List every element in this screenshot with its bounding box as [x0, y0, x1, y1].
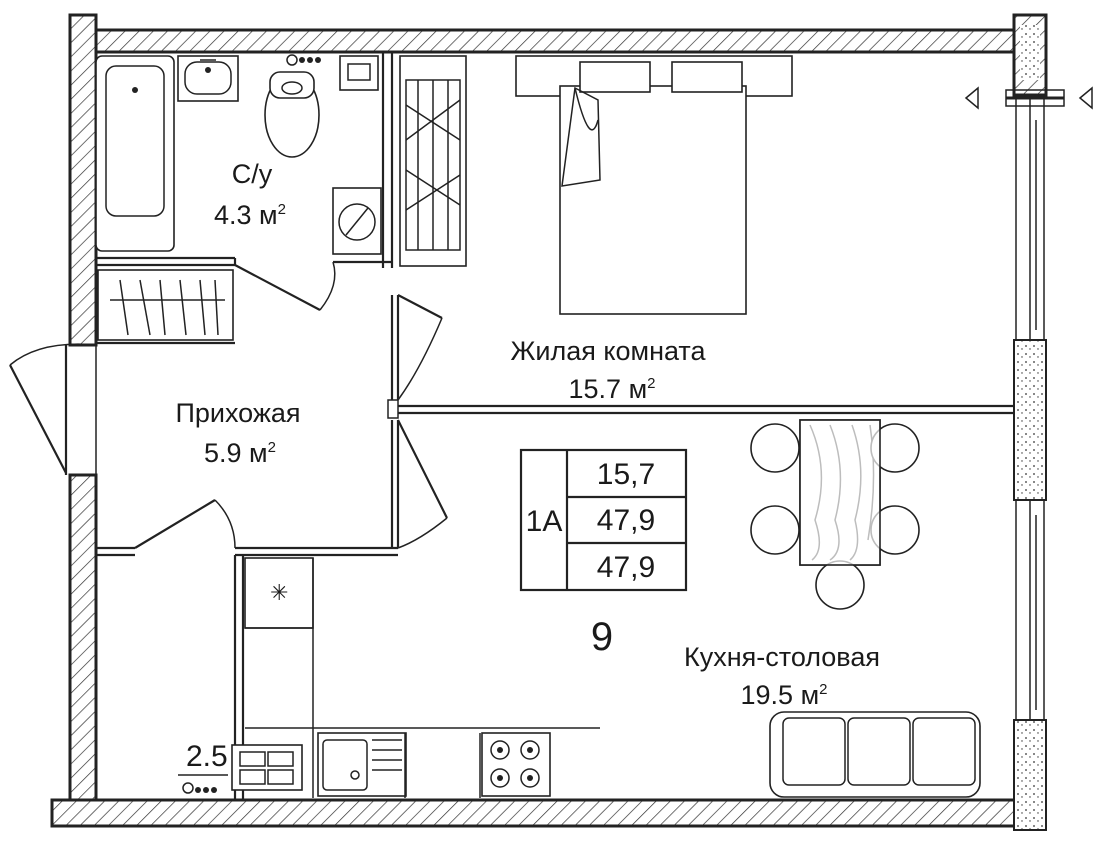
svg-text:✳: ✳: [270, 580, 288, 605]
doors: [9, 261, 448, 549]
kitchen-name: Кухня-столовая: [684, 642, 880, 672]
chair: [750, 505, 800, 555]
stove: [481, 732, 551, 797]
hall-area: 5.9 м2: [204, 438, 276, 468]
windows: [1015, 94, 1045, 721]
boiler: [339, 55, 379, 91]
kitchen-door-leaf: [397, 419, 448, 519]
dining-set: [750, 419, 920, 610]
stamp-value: 47,9: [597, 504, 655, 537]
section-markers: [964, 86, 1093, 110]
bathroom-name: С/у: [232, 159, 273, 189]
hall-name: Прихожая: [175, 398, 300, 428]
living-room-name: Жилая комната: [510, 336, 706, 366]
living-door-leaf: [397, 294, 443, 319]
chair: [750, 423, 800, 473]
living-room-area: 15.7 м2: [569, 374, 656, 404]
left-wall-lower: [68, 473, 98, 807]
left-wall-upper: [68, 13, 98, 347]
stamp-value: 47,9: [597, 551, 655, 584]
interior-walls: [96, 52, 1014, 800]
utility-panel: 2.5: [178, 740, 303, 794]
closet-door-leaf: [134, 499, 216, 549]
bed-frame: [559, 85, 747, 315]
kitchen-fixtures: ✳: [244, 557, 600, 798]
top-wall: [68, 28, 1038, 54]
floor-number: 9: [591, 615, 613, 659]
right-wall-pier: [1013, 339, 1047, 501]
entrance-door-leaf: [9, 364, 67, 474]
sofa-body: [769, 711, 981, 798]
bottom-wall: [50, 798, 1038, 828]
exterior-walls: [50, 13, 1048, 831]
bed: [515, 55, 793, 315]
section-arrow-right: [1078, 86, 1093, 110]
apartment-stamp: 1А 15,7 47,9 47,9: [519, 448, 688, 592]
bathroom-door-leaf: [234, 264, 321, 311]
room-labels: С/у 4.3 м2 Жилая комната 15.7 м2 Прихожа…: [175, 159, 880, 710]
kitchen-area: 19.5 м2: [741, 680, 828, 710]
stamp-frame: [519, 448, 688, 592]
bathroom-fixtures: [95, 54, 382, 255]
bathtub: [95, 55, 175, 252]
hall-wardrobe: [97, 269, 234, 341]
chair: [815, 560, 865, 610]
section-arrow-left: [964, 86, 979, 110]
bathroom-area: 4.3 м2: [214, 200, 286, 230]
right-wall-bottom: [1013, 719, 1047, 831]
wardrobes: [97, 55, 467, 341]
corner-label: 2.5: [186, 740, 228, 773]
stamp-type: 1А: [526, 505, 563, 538]
kitchen-sink: [317, 732, 407, 797]
stamp-value: 15,7: [597, 458, 655, 491]
sofa: [769, 711, 981, 798]
